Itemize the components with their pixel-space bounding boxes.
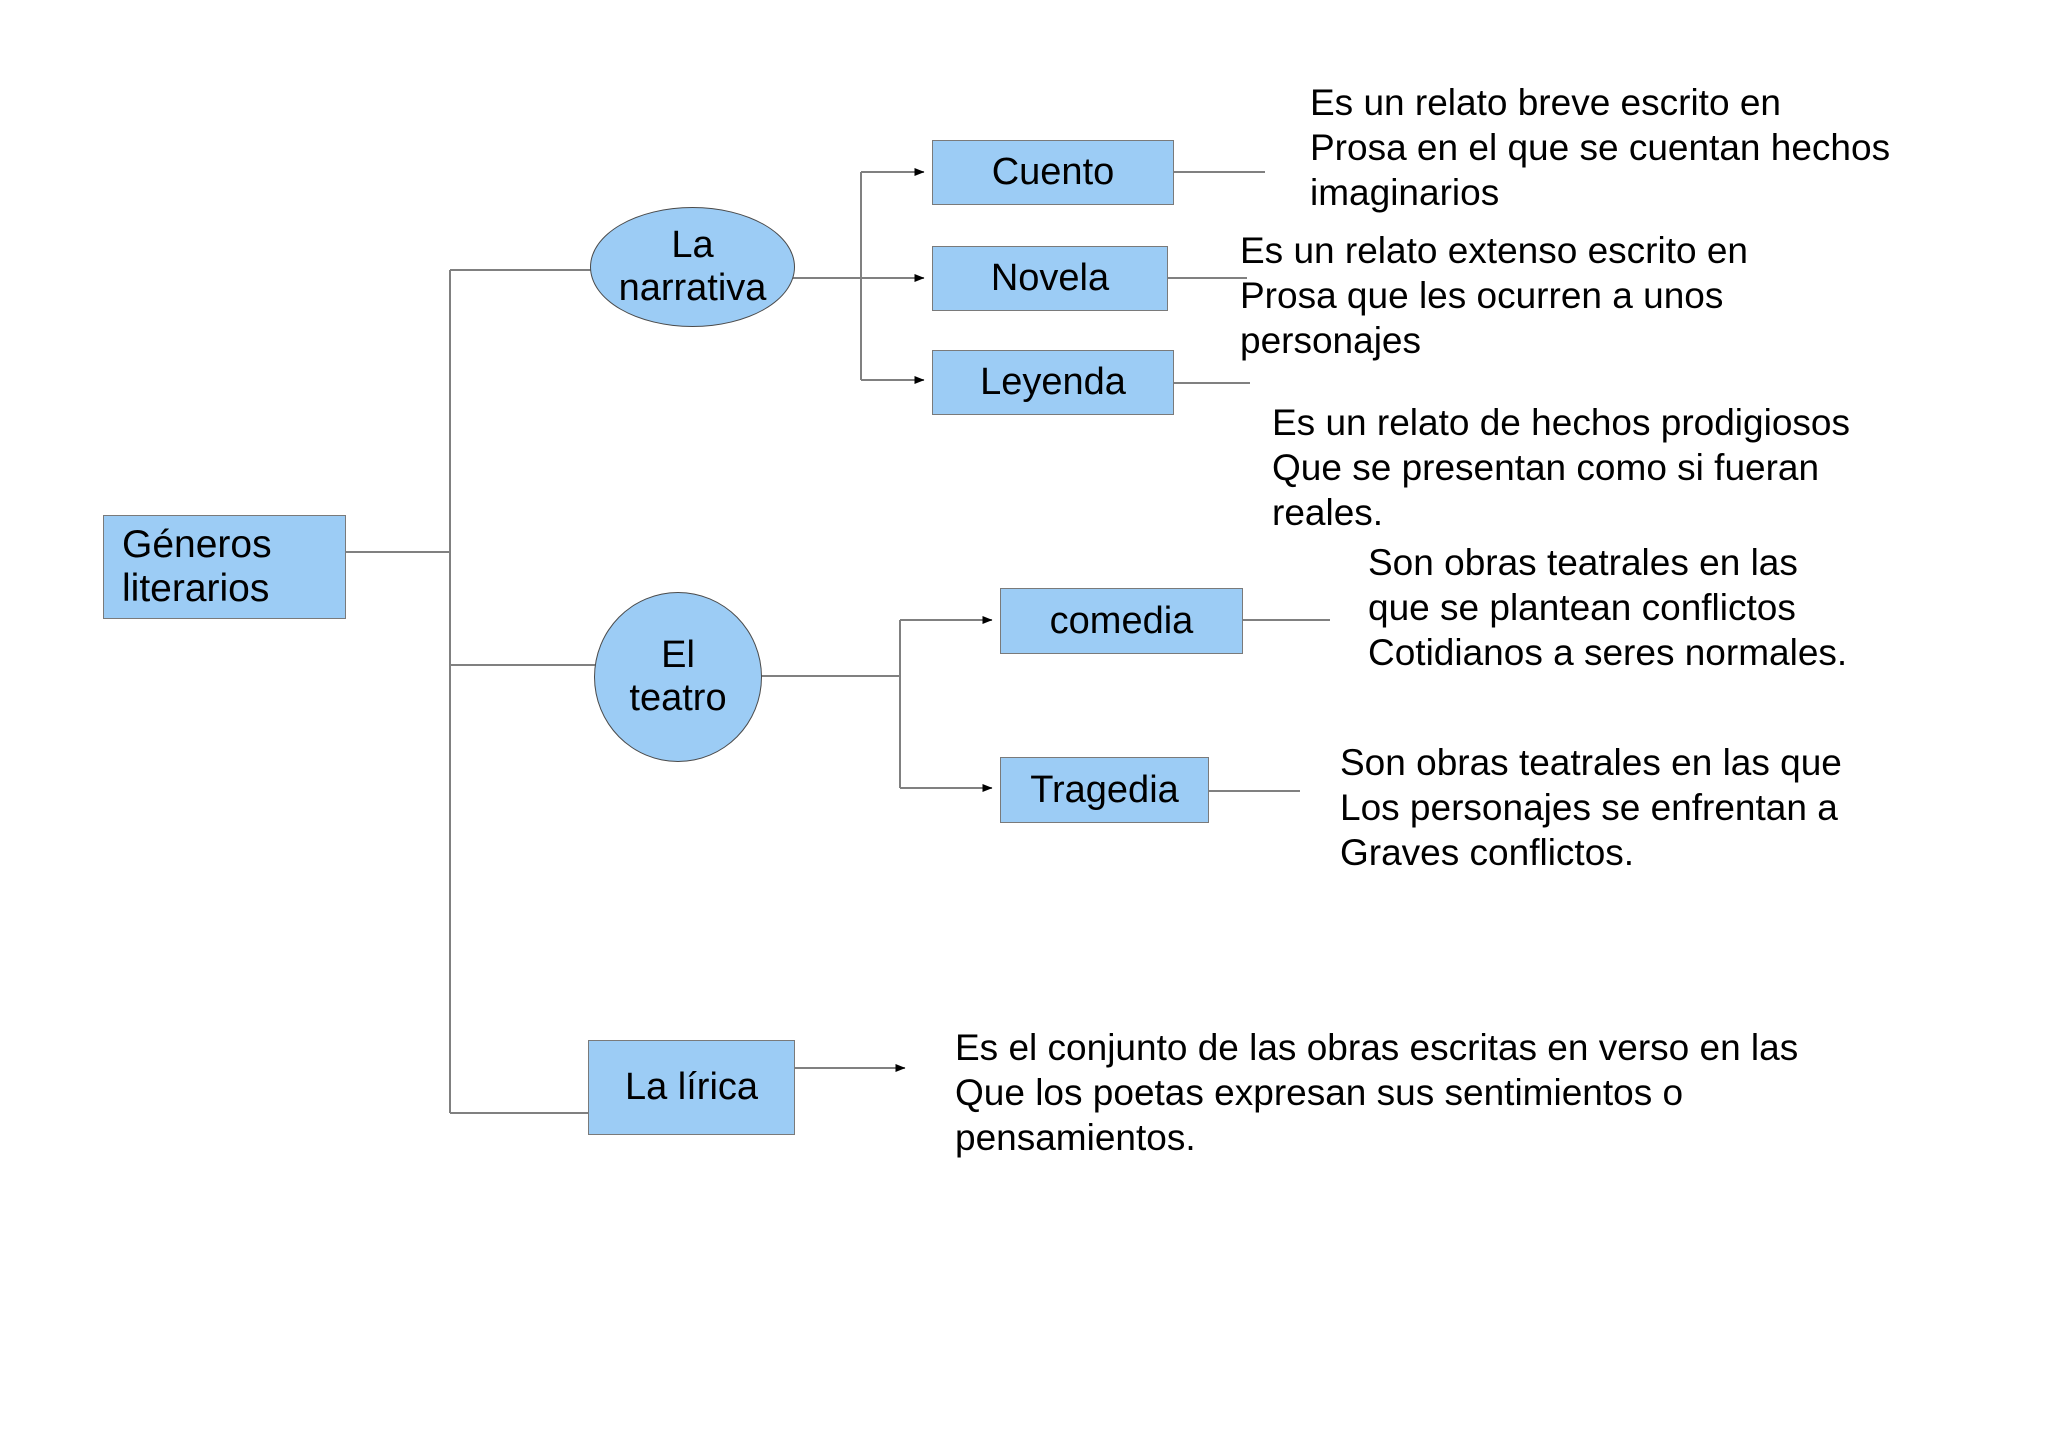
node-la-lirica[interactable]: La lírica: [588, 1040, 795, 1135]
node-leyenda[interactable]: Leyenda: [932, 350, 1174, 415]
node-novela[interactable]: Novela: [932, 246, 1168, 311]
node-generos-literarios[interactable]: Géneros literarios: [103, 515, 346, 619]
node-comedia[interactable]: comedia: [1000, 588, 1243, 654]
edge-root-to-trunk: [345, 270, 451, 1113]
note-leyenda: Es un relato de hechos prodigiosos Que s…: [1272, 402, 1850, 534]
node-tragedia[interactable]: Tragedia: [1000, 757, 1209, 823]
note-novela: Es un relato extenso escrito en Prosa qu…: [1240, 230, 1749, 362]
node-la-narrativa[interactable]: La narrativa: [590, 207, 795, 327]
note-tragedia: Son obras teatrales en las que Los perso…: [1340, 742, 1842, 874]
note-comedia: Son obras teatrales en las que se plante…: [1368, 542, 1848, 674]
note-lirica: Es el conjunto de las obras escritas en …: [955, 1027, 1799, 1159]
edge-narrativa-fan: [793, 168, 925, 384]
node-el-teatro[interactable]: El teatro: [594, 592, 762, 762]
note-cuento: Es un relato breve escrito en Prosa en e…: [1310, 82, 1891, 214]
edge-teatro-fan: [760, 616, 993, 792]
node-cuento[interactable]: Cuento: [932, 140, 1174, 205]
